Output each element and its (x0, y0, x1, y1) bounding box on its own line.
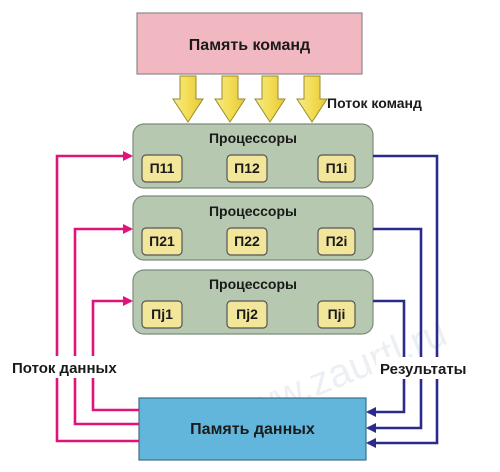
instruction-arrow-3 (254, 75, 286, 123)
processor-cell (141, 154, 183, 183)
processor-cell (317, 227, 356, 256)
instruction-arrow-4 (296, 75, 328, 123)
processor-panel-title: Процессоры (209, 203, 297, 219)
data-memory-box: Память данных (138, 397, 367, 461)
processor-panel-title: Процессоры (209, 276, 297, 292)
processor-cell (226, 227, 268, 256)
processor-cell (317, 300, 356, 329)
instruction-arrow-2 (214, 75, 246, 123)
processor-cell-label: П1i (326, 160, 348, 176)
data-stream-label: Поток данных (12, 360, 117, 377)
instruction-stream-arrows (172, 75, 328, 123)
data-stream-arrow-row-2 (73, 224, 139, 426)
processor-cell-label: П11 (150, 160, 175, 176)
processor-cell (141, 227, 183, 256)
results-label-bg (376, 357, 476, 379)
processor-cell (226, 300, 268, 329)
processor-cell (226, 154, 268, 183)
results-arrow-row-1 (366, 154, 439, 448)
processor-cell-label: Пj1 (151, 306, 173, 322)
instruction-stream-label: Поток команд (327, 95, 422, 111)
processor-cell-label: П21 (149, 233, 175, 249)
processor-cell-label: П22 (234, 233, 260, 249)
processor-cell-label: Пj2 (236, 306, 258, 322)
results-label: Результаты (380, 361, 466, 378)
data-stream-arrow-row-3 (91, 296, 139, 412)
processor-cell (141, 300, 183, 329)
data-stream-arrow-row-1 (55, 151, 139, 443)
processor-cell-label: П12 (234, 160, 260, 176)
processor-cell-label: П2i (326, 233, 348, 249)
results-arrow-row-2 (366, 227, 423, 433)
instruction-memory-box: Память команд (136, 12, 363, 75)
processor-panel-row-2: Процессоры П21 П22 П2i (132, 195, 374, 261)
processor-panel-row-1: Процессоры П11 П12 П1i (132, 123, 374, 189)
processor-panel-row-3: Процессоры Пj1 Пj2 Пji (132, 269, 374, 335)
data-stream-arrows (55, 151, 139, 443)
data-memory-label: Память данных (190, 421, 315, 438)
processor-cell-label: Пji (328, 306, 346, 322)
data-stream-label-bg (8, 356, 135, 378)
results-arrow-row-3 (366, 299, 406, 417)
processor-cell (317, 154, 356, 183)
instruction-memory-label: Память команд (189, 37, 310, 54)
instruction-arrow-1 (172, 75, 204, 123)
processor-panel-title: Процессоры (209, 130, 297, 146)
results-arrows (366, 154, 439, 448)
